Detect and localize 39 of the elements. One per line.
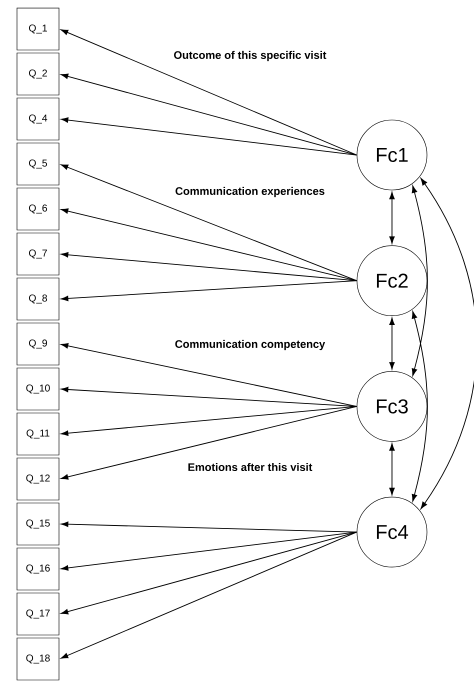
arrow [389, 318, 395, 370]
item-box: Q_9 [16, 322, 60, 366]
arrow [60, 29, 358, 156]
arrow [60, 406, 358, 480]
factor-label: Communication competency [175, 340, 326, 350]
arrow [60, 532, 358, 571]
arrow [60, 208, 358, 282]
arrow [60, 406, 358, 436]
arrow [60, 164, 358, 282]
arrow [60, 522, 358, 533]
item-box: Q_1 [16, 8, 60, 50]
item-box: Q_18 [16, 638, 60, 680]
item-box: Q_15 [16, 502, 60, 546]
arrow [420, 178, 474, 510]
item-box: Q_8 [16, 278, 60, 320]
arrow [60, 74, 358, 156]
factor-label: Communication experiences [176, 186, 324, 198]
arrow [412, 185, 428, 376]
item-box: Q_17 [16, 592, 60, 636]
item-box: Q_12 [16, 458, 60, 500]
arrow [60, 532, 358, 614]
factor-label: Emotions after this visit [188, 462, 312, 472]
item-box: Q_16 [16, 548, 60, 590]
item-box: Q_2 [16, 52, 60, 96]
arrow [60, 117, 358, 156]
arrow [60, 252, 358, 282]
item-box: Q_7 [16, 232, 60, 276]
item-box: Q_5 [16, 142, 60, 186]
item-box: Q_4 [16, 98, 60, 140]
factor-label: Outcome of this specific visit [174, 50, 326, 62]
item-box: Q_6 [16, 188, 60, 230]
arrow [60, 343, 358, 407]
arrow [412, 311, 428, 502]
item-box: Q_11 [16, 412, 60, 456]
arrow [60, 532, 358, 659]
arrow [60, 280, 358, 302]
item-box: Q_10 [16, 368, 60, 410]
arrow [389, 443, 395, 496]
arrow [389, 192, 395, 244]
